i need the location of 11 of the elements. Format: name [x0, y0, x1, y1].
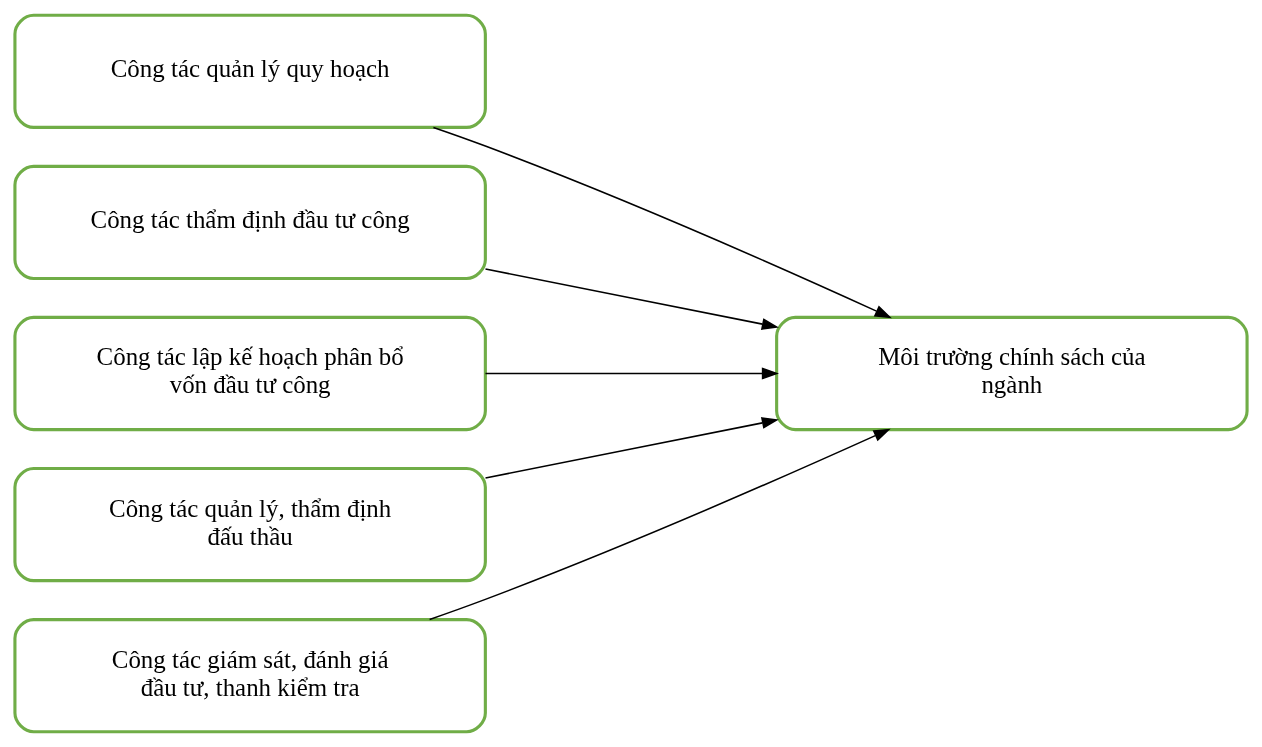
node-box: Công tác lập kế hoạch phân bổ vốn đầu tư công: [13, 315, 487, 432]
arrow: [484, 268, 779, 330]
arrow: [484, 367, 779, 380]
node-box: Công tác giám sát, đánh giá đầu tư, thanh kiểm tra: [13, 618, 487, 734]
arrow: [484, 417, 779, 479]
node-box: Công tác thẩm định đầu tư công: [13, 164, 487, 281]
arrow: [428, 428, 891, 621]
node-box: Công tác quản lý quy hoạch: [13, 13, 487, 129]
arrow: [432, 126, 892, 319]
node-box: Môi trường chính sách của ngành: [775, 315, 1249, 432]
node-box: Công tác quản lý, thẩm định đấu thầu: [13, 466, 487, 583]
